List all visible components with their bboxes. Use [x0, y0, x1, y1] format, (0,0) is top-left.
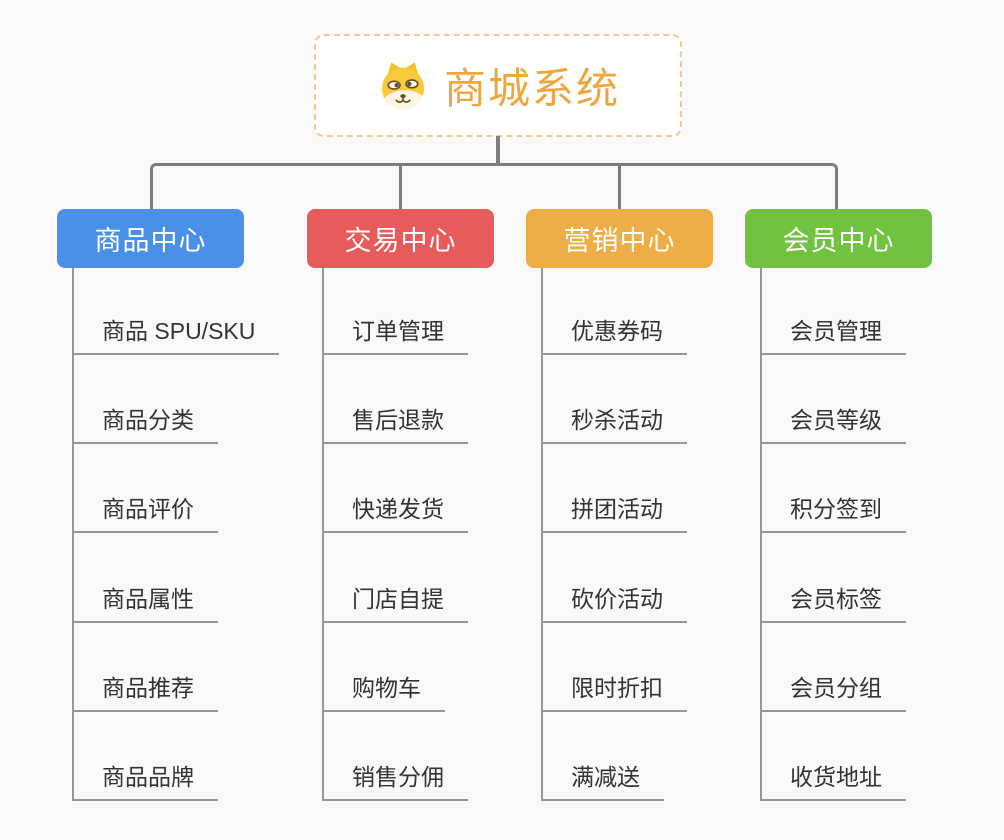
connector-drop-marketing — [618, 166, 621, 209]
branch-node-trade-center[interactable]: 交易中心 — [307, 209, 494, 268]
branch-product-center: 商品中心 商品 SPU/SKU 商品分类 商品评价 商品属性 商品推荐 商品品牌 — [57, 209, 280, 801]
connector-root-stub — [496, 136, 500, 166]
root-node[interactable]: 商城系统 — [314, 34, 682, 137]
leaf-member-tag[interactable]: 会员标签 — [760, 582, 906, 623]
leaf-sales-commission[interactable]: 销售分佣 — [322, 760, 468, 801]
leaf-product-recommend[interactable]: 商品推荐 — [72, 671, 218, 712]
leaf-limited-time-discount[interactable]: 限时折扣 — [541, 671, 687, 712]
leaf-full-reduction[interactable]: 满减送 — [541, 760, 664, 801]
branch-node-member-center[interactable]: 会员中心 — [745, 209, 932, 268]
leaf-group-buy[interactable]: 拼团活动 — [541, 492, 687, 533]
branch-line — [322, 268, 324, 801]
leaf-coupon-code[interactable]: 优惠券码 — [541, 314, 687, 355]
leaf-shopping-cart[interactable]: 购物车 — [322, 671, 445, 712]
branch-line — [760, 268, 762, 801]
leaf-points-checkin[interactable]: 积分签到 — [760, 492, 906, 533]
leaf-after-sale-refund[interactable]: 售后退款 — [322, 403, 468, 444]
leaf-member-group[interactable]: 会员分组 — [760, 671, 906, 712]
leaf-store-pickup[interactable]: 门店自提 — [322, 582, 468, 623]
leaf-product-category[interactable]: 商品分类 — [72, 403, 218, 444]
branch-node-product-center[interactable]: 商品中心 — [57, 209, 244, 268]
leaf-order-management[interactable]: 订单管理 — [322, 314, 468, 355]
leaf-express-delivery[interactable]: 快递发货 — [322, 492, 468, 533]
dog-face-icon — [381, 61, 425, 110]
leaf-member-management[interactable]: 会员管理 — [760, 314, 906, 355]
leaf-product-attribute[interactable]: 商品属性 — [72, 582, 218, 623]
leaf-product-brand[interactable]: 商品品牌 — [72, 760, 218, 801]
leaf-flash-sale[interactable]: 秒杀活动 — [541, 403, 687, 444]
branch-line — [72, 268, 74, 801]
leaf-product-spu-sku[interactable]: 商品 SPU/SKU — [72, 314, 280, 355]
root-title: 商城系统 — [443, 65, 620, 112]
connector-drop-trade — [399, 166, 402, 209]
leaf-shipping-address[interactable]: 收货地址 — [760, 760, 906, 801]
branch-marketing-center: 营销中心 优惠券码 秒杀活动 拼团活动 砍价活动 限时折扣 满减送 — [526, 209, 713, 801]
leaf-member-level[interactable]: 会员等级 — [760, 403, 906, 444]
branch-node-marketing-center[interactable]: 营销中心 — [526, 209, 713, 268]
connector-bracket — [150, 163, 838, 209]
leaf-bargain-activity[interactable]: 砍价活动 — [541, 582, 687, 623]
branch-line — [541, 268, 543, 801]
branch-trade-center: 交易中心 订单管理 售后退款 快递发货 门店自提 购物车 销售分佣 — [307, 209, 494, 801]
branch-member-center: 会员中心 会员管理 会员等级 积分签到 会员标签 会员分组 收货地址 — [745, 209, 932, 801]
leaf-product-review[interactable]: 商品评价 — [72, 492, 218, 533]
